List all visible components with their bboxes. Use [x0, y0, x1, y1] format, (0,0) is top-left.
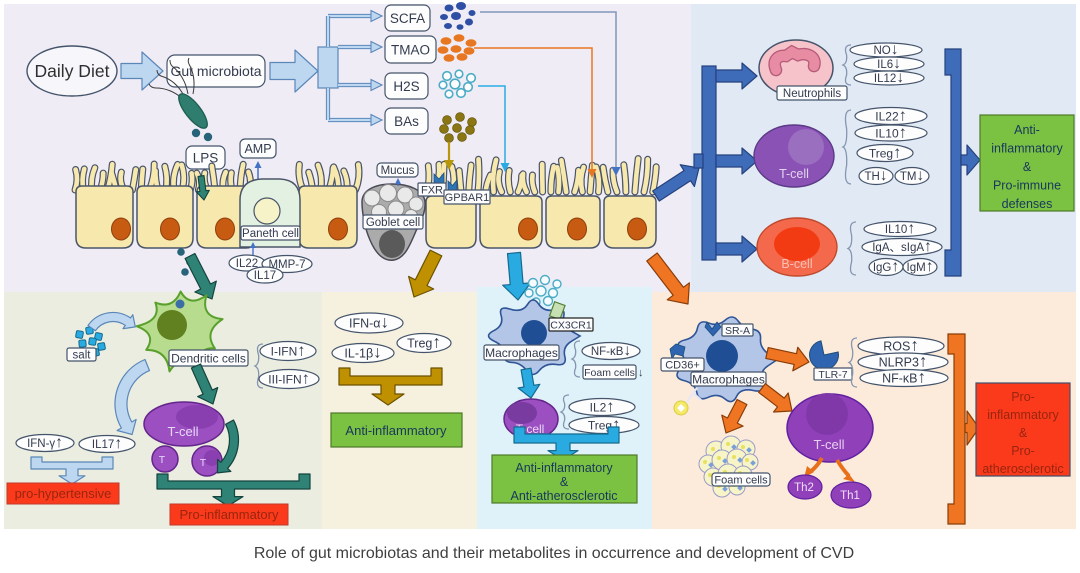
svg-text:AMP: AMP: [244, 142, 271, 156]
svg-text:ROS↑: ROS↑: [883, 336, 919, 355]
svg-text:atherosclerotic: atherosclerotic: [982, 462, 1063, 476]
svg-text:IL12↓: IL12↓: [874, 69, 904, 86]
svg-text:IFN-α↓: IFN-α↓: [349, 313, 389, 332]
svg-text:Macrophages: Macrophages: [692, 372, 765, 386]
svg-text:NO↓: NO↓: [874, 41, 899, 58]
svg-text:Anti-: Anti-: [1014, 123, 1040, 137]
svg-text:Anti-atherosclerotic: Anti-atherosclerotic: [511, 489, 618, 503]
svg-text:Role of gut microbiotas and th: Role of gut microbiotas and their metabo…: [254, 545, 854, 562]
svg-text:IgG↑: IgG↑: [873, 258, 899, 275]
svg-text:IL6↓: IL6↓: [877, 55, 901, 72]
svg-text:IL22↑: IL22↑: [875, 106, 906, 124]
svg-text:Anti-inflammatory: Anti-inflammatory: [345, 423, 447, 438]
svg-text:T: T: [159, 454, 166, 466]
svg-text:IL2↑: IL2↑: [590, 397, 615, 415]
svg-text:&: &: [560, 475, 569, 489]
svg-text:T-cell: T-cell: [779, 167, 809, 181]
svg-text:Gut microbiota: Gut microbiota: [170, 63, 261, 79]
svg-text:TMAO: TMAO: [391, 42, 430, 57]
svg-text:defenses: defenses: [1002, 197, 1053, 211]
svg-text:inflammatory: inflammatory: [991, 142, 1063, 156]
svg-text:Goblet cell: Goblet cell: [366, 217, 420, 229]
svg-text:IL22: IL22: [236, 258, 258, 270]
svg-text:T-cell: T-cell: [813, 437, 844, 452]
svg-text:T-cell: T-cell: [167, 424, 198, 439]
svg-text:MMP-7: MMP-7: [268, 259, 305, 271]
svg-text:Paneth cell: Paneth cell: [242, 228, 299, 240]
svg-text:CD36+: CD36+: [665, 359, 700, 371]
svg-text:Macrophages: Macrophages: [485, 346, 558, 360]
svg-text:pro-hypertensive: pro-hypertensive: [15, 486, 112, 501]
svg-text:salt: salt: [73, 350, 92, 362]
svg-text:Pro-inflammatory: Pro-inflammatory: [180, 507, 279, 522]
svg-text:Pro-immune: Pro-immune: [993, 179, 1061, 193]
svg-text:IgA、sIgA↑: IgA、sIgA↑: [872, 238, 932, 255]
svg-text:FXR: FXR: [421, 184, 443, 196]
svg-text:III-IFN↑: III-IFN↑: [268, 369, 309, 387]
svg-text:Mucus: Mucus: [381, 165, 415, 177]
svg-text:LPS: LPS: [193, 150, 219, 165]
svg-text:NF-κB↓: NF-κB↓: [591, 342, 631, 359]
svg-text:CX3CR1: CX3CR1: [550, 319, 592, 331]
svg-text:IgM↑: IgM↑: [907, 258, 934, 275]
svg-text:Pro-: Pro-: [1011, 444, 1035, 458]
svg-text:&: &: [1019, 426, 1028, 440]
svg-text:H2S: H2S: [393, 79, 419, 94]
svg-text:Foam cells: Foam cells: [714, 474, 768, 486]
svg-text:IL-1β↓: IL-1β↓: [344, 343, 381, 362]
svg-text:Th1: Th1: [840, 490, 860, 502]
svg-text:IL17↑: IL17↑: [92, 435, 122, 452]
svg-text:I-IFN↑: I-IFN↑: [271, 341, 306, 359]
svg-text:&: &: [1023, 160, 1032, 174]
svg-text:GPBAR1: GPBAR1: [445, 192, 490, 204]
svg-text:IL17: IL17: [254, 270, 276, 282]
svg-text:Dendritic cells: Dendritic cells: [171, 351, 246, 365]
svg-text:B-cell: B-cell: [781, 257, 812, 271]
svg-text:inflammatory: inflammatory: [987, 408, 1059, 422]
svg-text:BAs: BAs: [394, 114, 419, 129]
svg-text:Treg↑: Treg↑: [407, 333, 441, 352]
svg-text:Neutrophils: Neutrophils: [783, 88, 841, 100]
svg-text:TLR-7: TLR-7: [818, 369, 847, 381]
svg-text:IL10↑: IL10↑: [885, 220, 915, 237]
svg-text:TH↓: TH↓: [864, 167, 887, 184]
svg-text:SCFA: SCFA: [390, 11, 425, 26]
svg-text:NF-κB↑: NF-κB↑: [882, 368, 926, 387]
svg-text:T: T: [200, 457, 207, 469]
svg-text:SR-A: SR-A: [725, 325, 750, 337]
svg-text:Daily Diet: Daily Diet: [35, 61, 110, 81]
svg-text:NLRP3↑: NLRP3↑: [879, 352, 928, 371]
svg-text:Th2: Th2: [794, 482, 814, 494]
svg-text:IL10↑: IL10↑: [875, 123, 906, 141]
svg-text:IFN-γ↑: IFN-γ↑: [27, 434, 63, 451]
svg-text:Foam cells: Foam cells: [584, 367, 635, 379]
svg-text:TM↓: TM↓: [900, 167, 924, 184]
svg-text:Anti-inflammatory: Anti-inflammatory: [515, 461, 613, 475]
svg-text:↓: ↓: [638, 367, 644, 379]
svg-text:Treg↑: Treg↑: [869, 143, 901, 161]
svg-text:Pro-: Pro-: [1011, 390, 1035, 404]
